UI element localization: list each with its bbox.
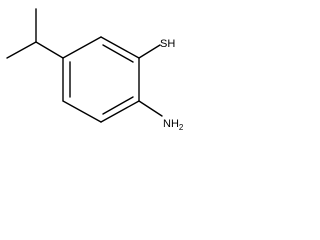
ring-bond-2 — [100, 36, 140, 59]
amine-label-main: NH — [163, 118, 179, 130]
bond-isopropyl-methyl-left — [6, 41, 37, 59]
bond-isopropyl-to-ring — [35, 41, 64, 59]
ring-double-bond-inner-bottom — [102, 96, 134, 115]
bond-ring-to-thiol — [138, 44, 161, 59]
ring-bond-1 — [62, 36, 102, 59]
ring-bond-5 — [62, 100, 102, 123]
amine-label: NH2 — [163, 118, 184, 132]
amine-label-subscript: 2 — [179, 123, 184, 132]
ring-bond-4 — [100, 100, 140, 123]
thiol-label: SH — [160, 38, 175, 50]
bond-ring-to-amine — [138, 100, 163, 117]
structure-diagram: SH NH2 — [0, 0, 200, 134]
ring-double-bond-inner-top — [102, 44, 134, 63]
molecule-structure: SH NH2 — [6, 8, 184, 132]
